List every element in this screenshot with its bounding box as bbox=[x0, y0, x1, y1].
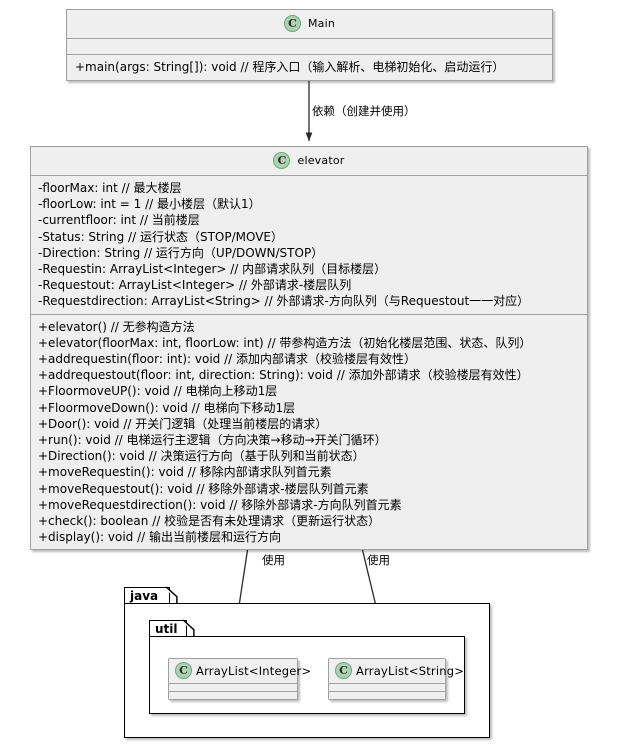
method-line: +main(args: String[]): void // 程序入口（输入解析… bbox=[75, 60, 505, 74]
attribute-line: -Requestin: ArrayList<Integer> // 内部请求队列… bbox=[38, 262, 387, 277]
package-tab-slant-icon bbox=[165, 585, 178, 605]
attributes-compartment-elevator: -floorMax: int // 最大楼层 -floorLow: int = … bbox=[31, 176, 587, 314]
method-line: +Direction(): void // 决策运行方向（基于队列和当前状态） bbox=[38, 449, 365, 464]
attribute-line: -floorLow: int = 1 // 最小楼层（默认1） bbox=[38, 197, 261, 212]
class-header-main: C Main bbox=[67, 10, 552, 39]
class-header-arraylist-string: C ArrayList<String> bbox=[329, 659, 464, 683]
class-box-arraylist-string[interactable]: C ArrayList<String> bbox=[328, 658, 464, 700]
method-line: +moveRequestdirection(): void // 移除外部请求-… bbox=[38, 497, 402, 512]
attributes-compartment-arraylist-integer bbox=[169, 683, 297, 691]
class-stereotype-icon: C bbox=[283, 15, 301, 32]
edge-label-use-left: 使用 bbox=[262, 553, 285, 567]
attribute-line: -Requestout: ArrayList<Integer> // 外部请求-… bbox=[38, 278, 352, 293]
attributes-compartment-main bbox=[67, 39, 552, 54]
attribute-line: -currentfloor: int // 当前楼层 bbox=[38, 213, 200, 228]
method-line: +FloormoveDown(): void // 电梯向下移动1层 bbox=[38, 400, 296, 415]
package-label-java: java bbox=[130, 589, 159, 603]
methods-compartment-elevator: +elevator() // 无参构造方法 +elevator(floorMax… bbox=[31, 313, 587, 550]
edge-label-dependency: 依赖（创建并使用） bbox=[312, 104, 416, 118]
edge-label-use-right: 使用 bbox=[367, 553, 390, 567]
package-label-util: util bbox=[155, 622, 178, 636]
class-name-arraylist-integer: ArrayList<Integer> bbox=[196, 663, 312, 678]
class-box-arraylist-integer[interactable]: C ArrayList<Integer> bbox=[168, 658, 311, 700]
method-line: +display(): void // 输出当前楼层和运行方向 bbox=[38, 530, 281, 545]
class-stereotype-icon: C bbox=[175, 662, 192, 679]
package-tab-java: java bbox=[124, 585, 178, 605]
class-stereotype-icon: C bbox=[273, 152, 291, 169]
method-line: +run(): void // 电梯运行主逻辑（方向决策→移动→开关门循环） bbox=[38, 433, 387, 448]
method-line: +moveRequestout(): void // 移除外部请求-楼层队列首元… bbox=[38, 481, 369, 496]
package-tab-util: util bbox=[149, 618, 195, 638]
class-header-arraylist-integer: C ArrayList<Integer> bbox=[169, 659, 311, 683]
class-name-elevator: elevator bbox=[297, 154, 345, 167]
attribute-line: -floorMax: int // 最大楼层 bbox=[38, 181, 182, 195]
class-header-elevator: C elevator bbox=[31, 147, 587, 176]
class-name-main: Main bbox=[307, 17, 336, 30]
attribute-line: -Status: String // 运行状态（STOP/MOVE） bbox=[38, 229, 284, 244]
attribute-line: -Direction: String // 运行方向（UP/DOWN/STOP） bbox=[38, 245, 324, 260]
method-line: +addrequestout(floor: int, direction: St… bbox=[38, 368, 529, 383]
methods-compartment-main: +main(args: String[]): void // 程序入口（输入解析… bbox=[67, 54, 552, 81]
method-line: +FloormoveUP(): void // 电梯向上移动1层 bbox=[38, 384, 278, 399]
method-line: +moveRequestin(): void // 移除内部请求队列首元素 bbox=[38, 465, 332, 480]
class-box-elevator[interactable]: C elevator -floorMax: int // 最大楼层 -floor… bbox=[30, 146, 588, 551]
class-name-arraylist-string: ArrayList<String> bbox=[356, 663, 465, 678]
method-line: +check(): boolean // 校验是否有未处理请求（更新运行状态） bbox=[38, 514, 381, 529]
method-line: +addrequestin(floor: int): void // 添加内部请… bbox=[38, 352, 416, 367]
class-stereotype-icon: C bbox=[335, 662, 352, 679]
attributes-compartment-arraylist-string bbox=[329, 683, 445, 691]
class-box-main[interactable]: C Main +main(args: String[]): void // 程序… bbox=[66, 9, 553, 82]
method-line: +Door(): void // 开关门逻辑（处理当前楼层的请求） bbox=[38, 416, 328, 431]
methods-compartment-arraylist-integer bbox=[169, 691, 297, 699]
method-line: +elevator(floorMax: int, floorLow: int) … bbox=[38, 335, 532, 350]
method-line: +elevator() // 无参构造方法 bbox=[38, 319, 195, 334]
package-tab-slant-icon bbox=[182, 618, 195, 638]
methods-compartment-arraylist-string bbox=[329, 691, 445, 699]
attribute-line: -Requestdirection: ArrayList<String> // … bbox=[38, 294, 530, 309]
